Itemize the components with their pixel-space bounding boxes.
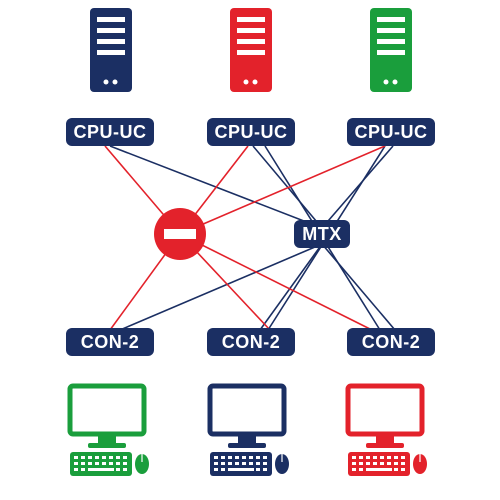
link-blocked-con3 [179,233,373,331]
workstation-icon [207,383,289,476]
server-tower-icon [90,8,132,92]
workstations-row [67,383,427,476]
workstation-icon [345,383,427,476]
server-tower-icon [230,8,272,92]
link-mtx-con3 [321,243,396,331]
mtx-label: MTX [294,220,350,248]
connection-lines [104,145,396,331]
cpu-uc-label-1: CPU-UC [66,118,154,146]
server-tower-icon [370,8,412,92]
workstation-icon [67,383,149,476]
link-mtx-con1 [119,243,323,331]
con-2-label-3: CON-2 [347,328,435,356]
cpu-uc-label-3: CPU-UC [347,118,435,146]
con-2-label-2: CON-2 [207,328,295,356]
link-cpu3-blocked [179,145,386,235]
link-mtx-con2 [259,243,323,331]
cpu-uc-label-2: CPU-UC [207,118,295,146]
no-entry-icon [154,208,206,260]
servers-row [90,8,412,92]
link-cpu3-mtx [321,145,394,229]
con-2-label-1: CON-2 [66,328,154,356]
